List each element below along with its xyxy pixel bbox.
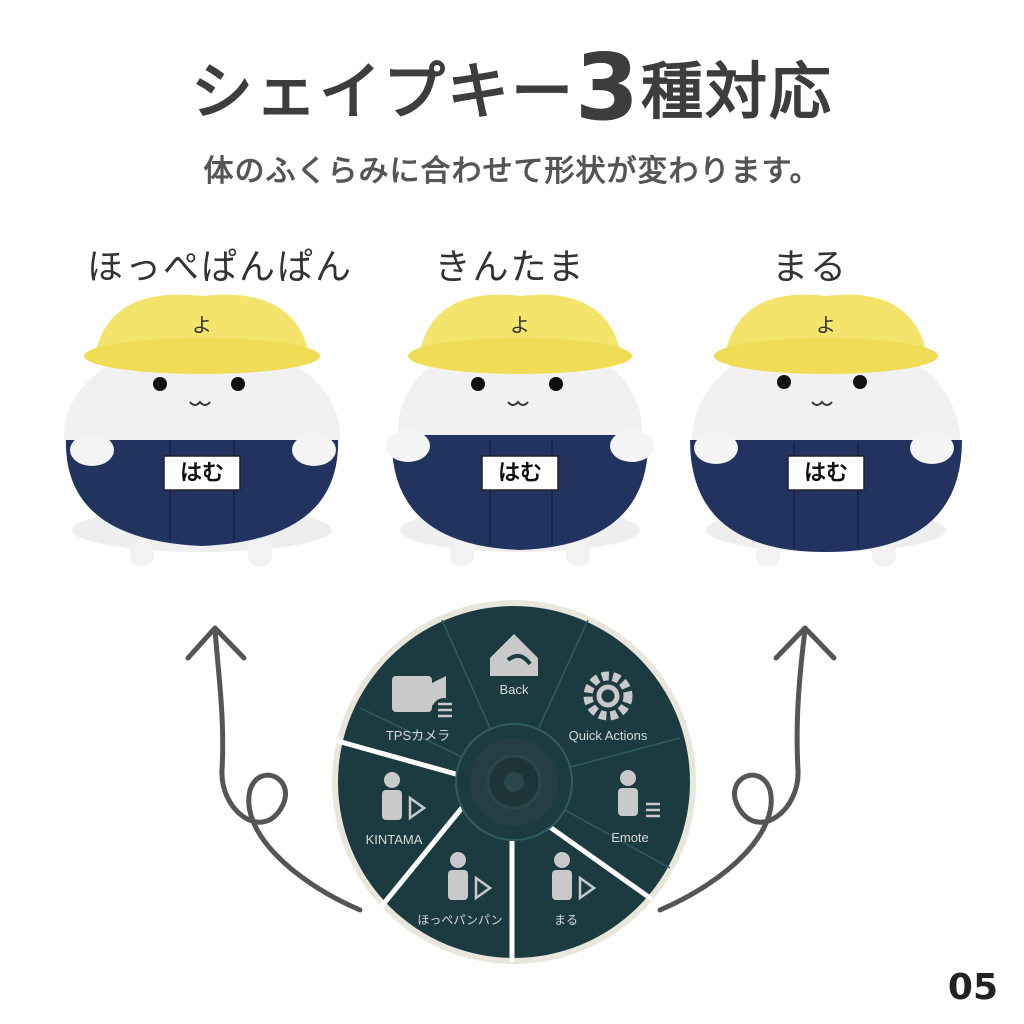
menu-item-hoppe-panpan[interactable]: ほっぺパンパン — [417, 852, 503, 927]
caption-hoppe: ほっぺぱんぱん — [86, 247, 353, 288]
name-badge: はむ — [180, 461, 224, 486]
menu-label-maru: まる — [554, 913, 578, 927]
name-badge: はむ — [804, 461, 848, 486]
radial-center-hub[interactable] — [455, 723, 573, 841]
menu-item-quick-actions[interactable]: Quick Actions — [569, 671, 648, 743]
menu-label-quick-actions: Quick Actions — [569, 728, 648, 743]
hamster-maru: はむ よ — [690, 294, 962, 566]
menu-label-hoppe-panpan: ほっぺパンパン — [417, 913, 502, 927]
menu-item-tps-camera[interactable]: TPSカメラ — [386, 676, 456, 743]
left-curved-arrow-icon — [185, 625, 363, 913]
hamster-hoppe-panpan: はむ よ — [64, 294, 340, 566]
right-curved-arrow-icon — [657, 625, 837, 913]
menu-label-back: Back — [500, 682, 529, 697]
svg-text:よ: よ — [816, 313, 836, 337]
menu-label-emote: Emote — [611, 830, 649, 845]
name-badge: はむ — [498, 461, 542, 486]
page-title: シェイプキー3種対応 — [0, 42, 1024, 134]
svg-text:よ: よ — [192, 313, 212, 337]
title-number: 3 — [574, 34, 641, 141]
menu-label-tps-camera: TPSカメラ — [386, 728, 450, 743]
page-subtitle: 体のふくらみに合わせて形状が変わります。 — [203, 154, 821, 189]
menu-item-kintama[interactable]: KINTAMA — [366, 772, 427, 847]
menu-item-back[interactable]: Back — [490, 634, 538, 697]
svg-text:よ: よ — [510, 313, 530, 337]
page-number: 05 — [947, 967, 998, 1008]
hamster-kintama: はむ よ — [386, 294, 654, 566]
title-prefix: シェイプキー — [190, 55, 575, 128]
caption-kintama: きんたま — [434, 247, 586, 288]
caption-maru: まる — [771, 247, 848, 288]
menu-item-emote[interactable]: Emote — [611, 770, 660, 845]
menu-label-kintama: KINTAMA — [366, 832, 423, 847]
radial-action-menu: Back Quick Actions TPSカメラ Emote KINTAMA — [331, 600, 696, 964]
menu-item-maru[interactable]: まる — [552, 852, 597, 927]
title-suffix: 種対応 — [641, 55, 834, 128]
